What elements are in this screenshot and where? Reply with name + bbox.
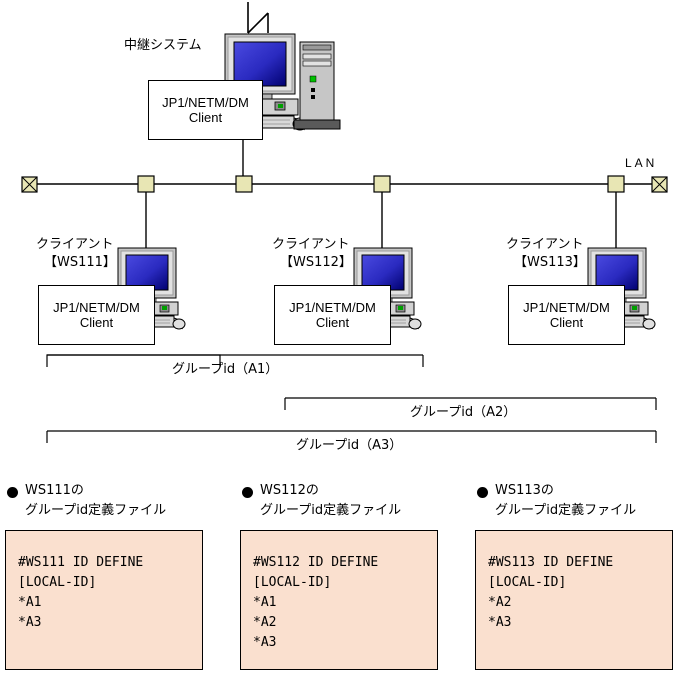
group-label-a3: グループid（A3）	[296, 438, 403, 453]
ws112-software-line1: JP1/NETM/DM	[289, 300, 376, 315]
deffile-2-caption-line1: WS112の	[260, 483, 319, 498]
ws113-software-box: JP1/NETM/DM Client	[508, 285, 625, 345]
ws113-caption-line1: クライアント	[506, 237, 584, 252]
deffile-2-line-2: [LOCAL-ID]	[253, 575, 332, 590]
deffile-1-caption-line2: グループid定義ファイル	[25, 503, 167, 518]
group-bracket-a2	[284, 397, 657, 410]
deffile-3-caption-line2: グループid定義ファイル	[495, 503, 637, 518]
ws111-software-line2: Client	[79, 315, 114, 330]
deffile-2-caption-line2: グループid定義ファイル	[260, 503, 402, 518]
deffile-3-line-4: *A3	[488, 615, 512, 630]
deffile-3-caption-line1: WS113の	[495, 483, 554, 498]
group-bracket-a1	[46, 354, 424, 367]
lan-bus	[21, 175, 668, 193]
ws112-caption-line1: クライアント	[272, 237, 350, 252]
lan-label: LAN	[625, 156, 658, 170]
deffile-1-box: #WS111 ID DEFINE [LOCAL-ID] *A1 *A3	[5, 530, 203, 670]
deffile-3-line-3: *A2	[488, 595, 512, 610]
deffile-1-line-3: *A1	[18, 595, 42, 610]
bus-terminator-left-icon	[21, 176, 38, 193]
filled-circle-bullet-icon-3	[477, 487, 488, 498]
deffile-2-line-4: *A2	[253, 615, 277, 630]
ws113-caption-line2: 【WS113】	[514, 255, 586, 270]
lan-tap-ws111	[137, 175, 155, 193]
deffile-3-line-2: [LOCAL-ID]	[488, 575, 567, 590]
network-uplink-icon	[247, 2, 269, 34]
deffile-1-line-4: *A3	[18, 615, 42, 630]
ws111-caption-line1: クライアント	[36, 237, 114, 252]
deffile-1-line-1: #WS111 ID DEFINE	[18, 555, 144, 570]
deffile-3-line-1: #WS113 ID DEFINE	[488, 555, 614, 570]
deffile-1-line-2: [LOCAL-ID]	[18, 575, 97, 590]
deffile-3-box: #WS113 ID DEFINE [LOCAL-ID] *A2 *A3	[475, 530, 673, 670]
relay-software-box: JP1/NETM/DM Client	[148, 80, 263, 140]
ws111-caption-line2: 【WS111】	[44, 255, 116, 270]
ws111-software-line1: JP1/NETM/DM	[53, 300, 140, 315]
lan-tap-ws112	[373, 175, 391, 193]
deffile-2-box: #WS112 ID DEFINE [LOCAL-ID] *A1 *A2 *A3	[240, 530, 438, 670]
lan-tap-ws113	[607, 175, 625, 193]
ws113-software-line1: JP1/NETM/DM	[523, 300, 610, 315]
ws113-software-line2: Client	[549, 315, 584, 330]
group-label-a1: グループid（A1）	[172, 362, 279, 377]
bus-terminator-right-icon	[651, 176, 668, 193]
deffile-2-line-5: *A3	[253, 635, 277, 650]
group-bracket-a3	[46, 430, 657, 443]
deffile-1-caption-line1: WS111の	[25, 483, 84, 498]
relay-software-line2: Client	[188, 110, 223, 125]
group-label-a2: グループid（A2）	[410, 405, 517, 420]
relay-system-caption: 中継システム	[124, 38, 202, 53]
ws111-software-box: JP1/NETM/DM Client	[38, 285, 155, 345]
lan-tap-relay	[235, 175, 253, 193]
filled-circle-bullet-icon-1	[7, 487, 18, 498]
deffile-2-line-1: #WS112 ID DEFINE	[253, 555, 379, 570]
relay-software-line1: JP1/NETM/DM	[162, 95, 249, 110]
ws112-caption-line2: 【WS112】	[280, 255, 352, 270]
deffile-2-line-3: *A1	[253, 595, 277, 610]
filled-circle-bullet-icon-2	[242, 487, 253, 498]
ws112-software-line2: Client	[315, 315, 350, 330]
ws112-software-box: JP1/NETM/DM Client	[274, 285, 391, 345]
